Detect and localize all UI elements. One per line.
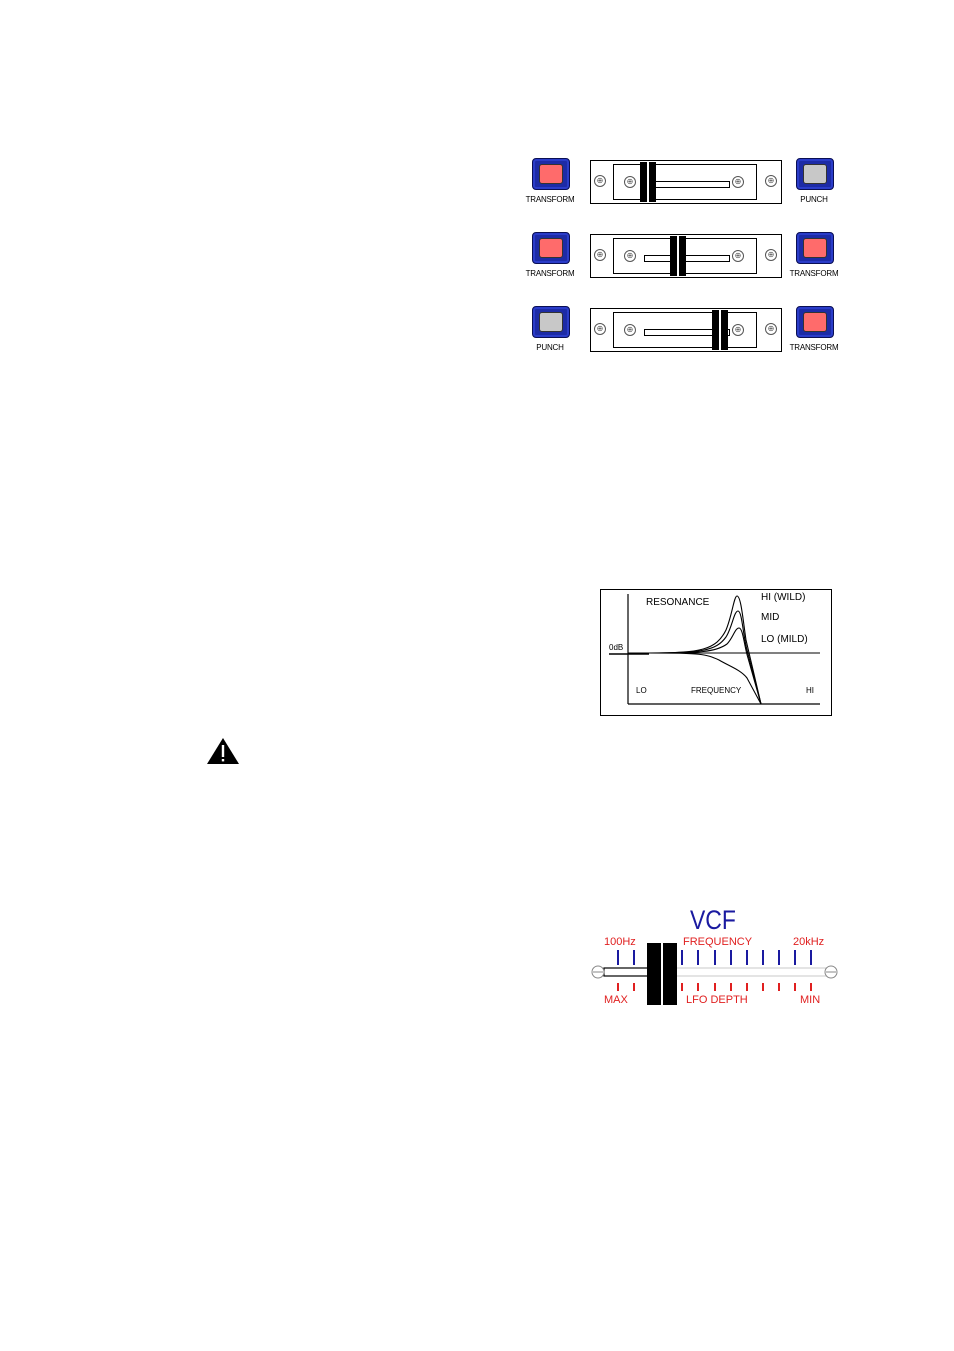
- curve-label-lo: LO (MILD): [761, 634, 808, 645]
- left-mode-button[interactable]: TRANSFORM: [526, 158, 575, 204]
- left-mode-label: TRANSFORM: [525, 269, 575, 278]
- right-mode-button[interactable]: PUNCH: [794, 158, 838, 204]
- left-mode-button[interactable]: TRANSFORM: [526, 232, 575, 278]
- reference-label: 0dB: [609, 643, 624, 652]
- curve-label-hi: HI (WILD): [761, 592, 806, 603]
- curve-label-mid: MID: [761, 612, 780, 623]
- right-mode-button[interactable]: TRANSFORM: [790, 306, 839, 352]
- right-mode-button[interactable]: TRANSFORM: [790, 232, 839, 278]
- crossfader[interactable]: ⊕ ⊕ ⊕ ⊕: [590, 160, 782, 204]
- screw-icon: ⊕: [594, 175, 606, 187]
- crossfader-knob[interactable]: [712, 310, 728, 350]
- vcf-lfo-depth-label: LFO DEPTH: [686, 994, 748, 1006]
- resonance-title: RESONANCE: [646, 597, 710, 608]
- resonance-graph: RESONANCE HI (WILD) MID LO (MILD) 0dB LO…: [600, 589, 832, 716]
- vcf-bottom-left-label: MAX: [604, 994, 628, 1006]
- crossfader-row-1: TRANSFORM ⊕ ⊕ ⊕ ⊕ PUNCH: [526, 158, 842, 210]
- left-mode-button[interactable]: PUNCH: [530, 306, 574, 352]
- vcf-slider: VCF 100Hz FREQUENCY 20kHz MAX LFO DEPTH …: [590, 905, 840, 1015]
- warning-triangle-icon: [205, 736, 241, 771]
- screw-icon: ⊕: [765, 323, 777, 335]
- screw-icon: ⊕: [732, 176, 744, 188]
- screw-icon: ⊕: [624, 250, 636, 262]
- vcf-top-right-label: 20kHz: [793, 936, 825, 948]
- screw-icon: ⊕: [765, 249, 777, 261]
- right-mode-label: TRANSFORM: [789, 343, 839, 352]
- right-mode-label: TRANSFORM: [789, 269, 839, 278]
- left-mode-label: PUNCH: [536, 343, 564, 352]
- left-mode-label: TRANSFORM: [525, 195, 575, 204]
- screw-icon: ⊕: [594, 323, 606, 335]
- screw-icon: ⊕: [624, 324, 636, 336]
- vcf-top-left-label: 100Hz: [604, 936, 636, 948]
- x-label-frequency: FREQUENCY: [691, 686, 742, 695]
- crossfader-row-2: TRANSFORM ⊕ ⊕ ⊕ ⊕ TRANSFORM: [526, 232, 842, 284]
- crossfader-knob[interactable]: [640, 162, 656, 202]
- vcf-bottom-right-label: MIN: [800, 994, 821, 1006]
- screw-icon: ⊕: [732, 324, 744, 336]
- crossfader-knob[interactable]: [670, 236, 686, 276]
- x-label-hi: HI: [806, 686, 814, 695]
- resonance-curves: [609, 594, 820, 705]
- vcf-slider-knob[interactable]: [647, 943, 677, 1005]
- vcf-title: VCF: [690, 905, 736, 935]
- screw-icon: ⊕: [594, 249, 606, 261]
- screw-icon: ⊕: [765, 175, 777, 187]
- x-label-lo: LO: [636, 686, 647, 695]
- right-mode-label: PUNCH: [800, 195, 828, 204]
- crossfader[interactable]: ⊕ ⊕ ⊕ ⊕: [590, 308, 782, 352]
- crossfader[interactable]: ⊕ ⊕ ⊕ ⊕: [590, 234, 782, 278]
- crossfader-row-3: PUNCH ⊕ ⊕ ⊕ ⊕ TRANSFORM: [530, 306, 842, 358]
- screw-icon: ⊕: [624, 176, 636, 188]
- screw-icon: ⊕: [732, 250, 744, 262]
- vcf-frequency-label: FREQUENCY: [683, 936, 753, 948]
